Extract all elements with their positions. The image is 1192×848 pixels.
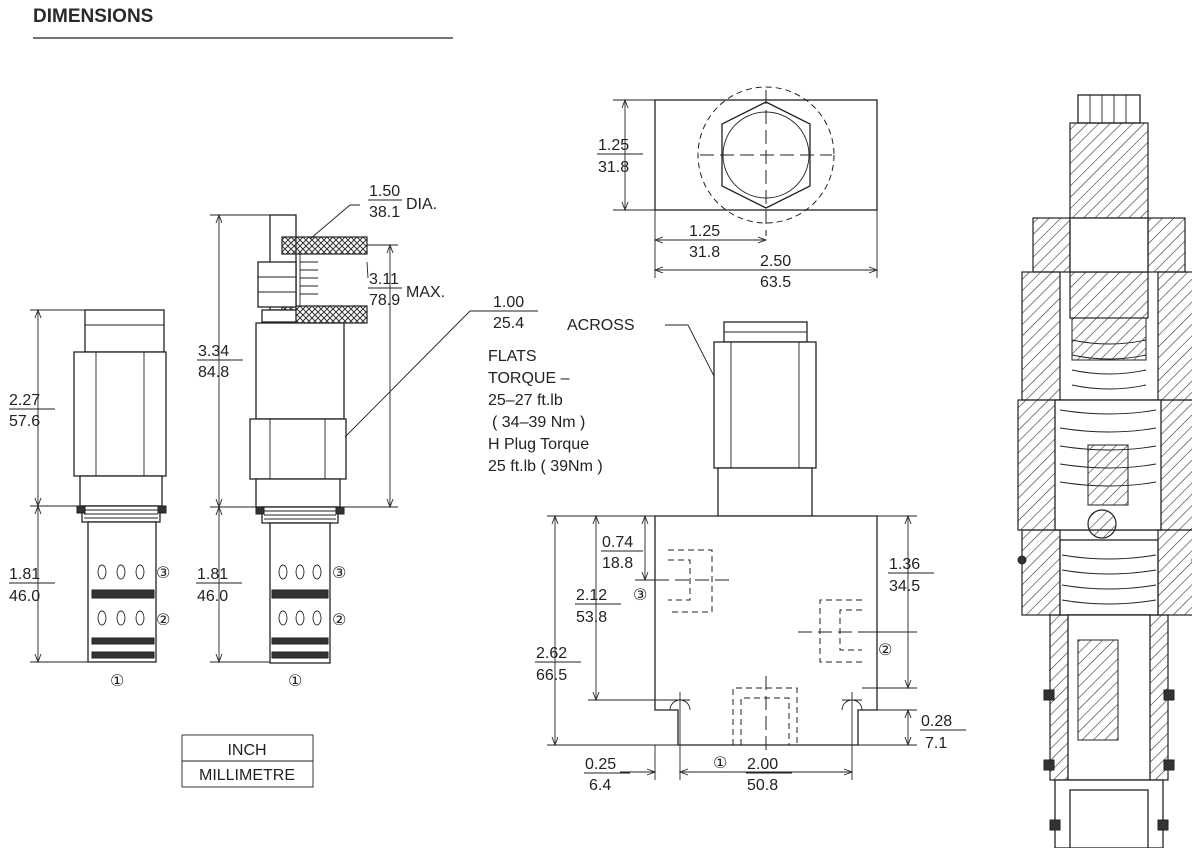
top-center-inch: 1.25 xyxy=(689,223,720,240)
port2-height-mm: 34.5 xyxy=(889,578,920,595)
side1-port-1-label: ① xyxy=(110,671,124,690)
side1-lower-mm: 46.0 xyxy=(9,588,40,605)
max-length-mm: 78.9 xyxy=(369,292,400,309)
hole-offset-mm: 7.1 xyxy=(925,735,947,752)
side1-port-2-label: ② xyxy=(156,610,170,629)
hole-offset-inch: 0.28 xyxy=(921,713,952,730)
flats-inch: 1.00 xyxy=(493,294,524,311)
knob-dia-inch: 1.50 xyxy=(369,183,400,200)
side1-overall-inch: 2.27 xyxy=(9,392,40,409)
block-height-inch: 2.62 xyxy=(536,645,567,662)
block-port-3-label: ③ xyxy=(633,585,647,604)
page-title: DIMENSIONS xyxy=(33,6,153,27)
side1-lower-inch: 1.81 xyxy=(9,566,40,583)
side2-port-1-label: ① xyxy=(288,671,302,690)
side-view-2 xyxy=(210,204,492,664)
top-width-inch: 2.50 xyxy=(760,253,791,270)
block-port-1-label: ① xyxy=(713,753,727,772)
block-height-mm: 66.5 xyxy=(536,667,567,684)
max-length-inch: 3.11 xyxy=(369,271,399,288)
side2-lower-inch: 1.81 xyxy=(197,566,228,583)
side2-port-2-label: ② xyxy=(332,610,346,629)
hole-spacing-inch: 2.00 xyxy=(747,756,778,773)
hole-spacing-mm: 50.8 xyxy=(747,777,778,794)
top-width-mm: 63.5 xyxy=(760,274,791,291)
cross-section-view xyxy=(1017,94,1192,848)
side1-port-3-label: ③ xyxy=(156,563,170,582)
note-torque-nm: ( 34–39 Nm ) xyxy=(492,414,585,431)
port3-height-mm: 53.8 xyxy=(576,609,607,626)
side-view-1 xyxy=(30,308,167,664)
block-view xyxy=(547,321,917,780)
side2-total-mm: 84.8 xyxy=(198,364,229,381)
note-hplug-torque: 25 ft.lb ( 39Nm ) xyxy=(488,458,603,475)
port3-offset-mm: 18.8 xyxy=(602,555,633,572)
side2-lower-mm: 46.0 xyxy=(197,588,228,605)
units-inch: INCH xyxy=(227,742,266,759)
left-offset-mm: 6.4 xyxy=(589,777,611,794)
flats-mm: 25.4 xyxy=(493,315,524,332)
top-center-mm: 31.8 xyxy=(689,244,720,261)
port3-offset-inch: 0.74 xyxy=(602,534,633,551)
top-height-mm: 31.8 xyxy=(598,159,629,176)
top-height-inch: 1.25 xyxy=(598,137,629,154)
top-view xyxy=(613,86,879,278)
block-port-2-label: ② xyxy=(878,640,892,659)
knob-dia-mm: 38.1 xyxy=(369,204,400,221)
note-flats: FLATS xyxy=(488,348,537,365)
units-legend xyxy=(181,734,314,788)
side2-port-3-label: ③ xyxy=(332,563,346,582)
port2-height-inch: 1.36 xyxy=(889,556,920,573)
note-torque: TORQUE – xyxy=(488,370,570,387)
note-hplug: H Plug Torque xyxy=(488,436,589,453)
port3-height-inch: 2.12 xyxy=(576,587,607,604)
max-length-suffix: MAX. xyxy=(406,284,445,301)
left-offset-inch: 0.25 xyxy=(585,756,616,773)
side2-total-inch: 3.34 xyxy=(198,343,229,360)
knob-dia-suffix: DIA. xyxy=(406,196,437,213)
note-across: ACROSS xyxy=(567,317,635,334)
side1-overall-mm: 57.6 xyxy=(9,413,40,430)
units-millimetre: MILLIMETRE xyxy=(199,767,295,784)
note-torque-ftlb: 25–27 ft.lb xyxy=(488,392,563,409)
